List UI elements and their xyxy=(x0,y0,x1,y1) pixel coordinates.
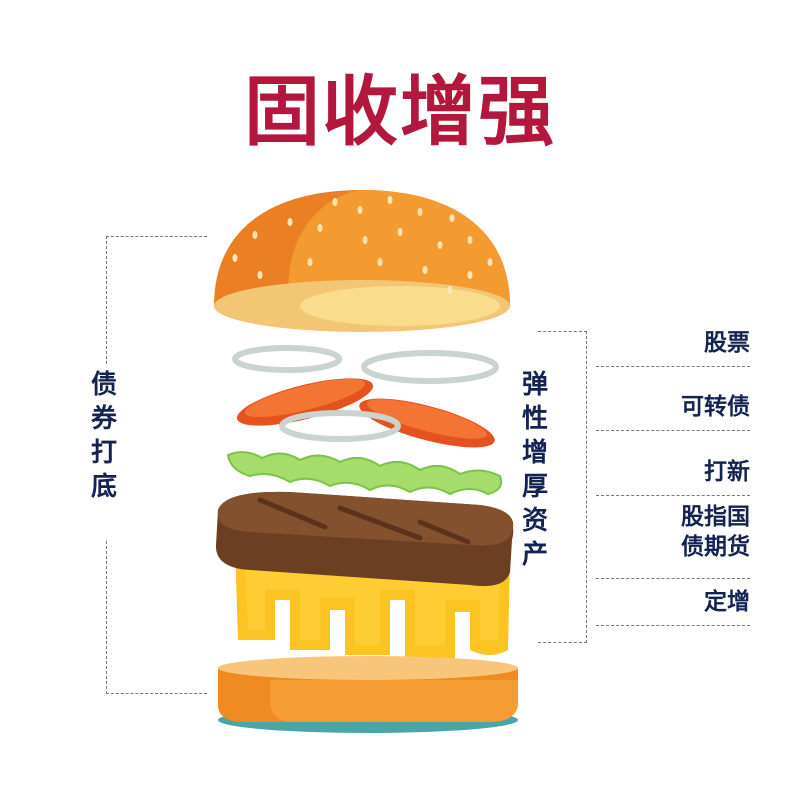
list-item-ipo-subscription: 打新 xyxy=(596,431,750,496)
onion-rings-icon xyxy=(232,345,499,384)
list-item-index-treasury-futures: 股指国债期货 xyxy=(596,496,750,579)
tomato-slices-icon xyxy=(236,378,495,448)
bond-foundation-label: 债券打底 xyxy=(90,370,117,502)
lettuce-icon xyxy=(226,451,503,496)
flexible-assets-label: 弹性增厚资产 xyxy=(521,370,548,570)
list-item-convertible-bonds: 可转债 xyxy=(596,367,750,431)
patty-icon xyxy=(215,491,514,587)
bottom-bun-icon xyxy=(218,656,518,733)
top-bun-icon xyxy=(214,190,510,332)
right-bracket-divider xyxy=(538,331,587,643)
list-item-stocks: 股票 xyxy=(596,326,750,367)
onion-ring-icon xyxy=(279,410,401,442)
list-item-private-placement: 定增 xyxy=(596,579,750,626)
page-title: 固收增强 xyxy=(244,67,556,156)
asset-list: 股票 可转债 打新 股指国债期货 定增 xyxy=(596,326,750,626)
